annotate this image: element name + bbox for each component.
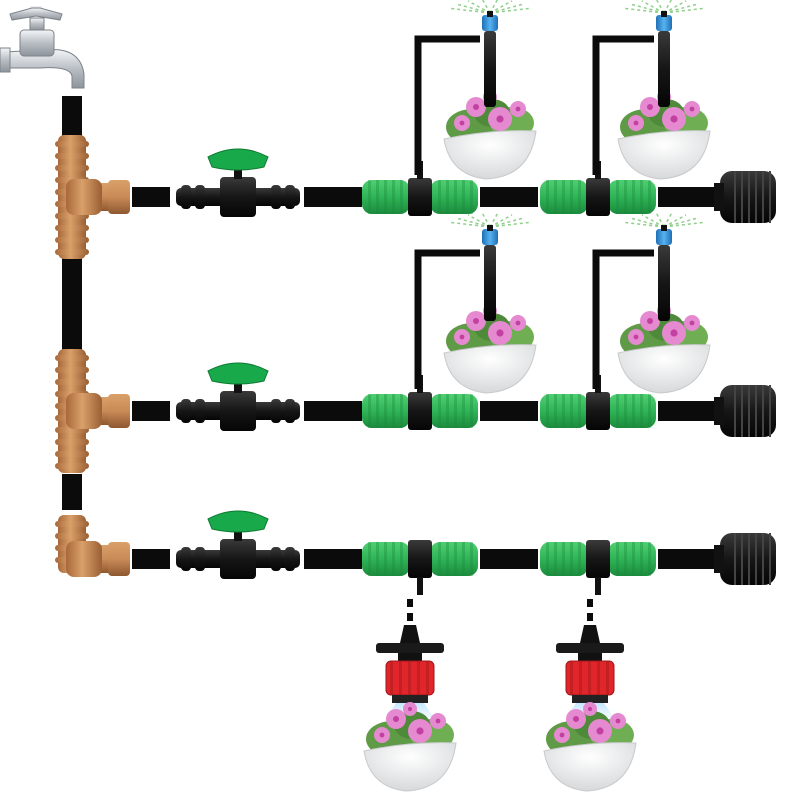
spray-jet	[622, 7, 665, 14]
spray-jet	[467, 214, 491, 228]
spray-jet	[481, 212, 491, 228]
spray-jet	[630, 3, 665, 14]
pot-bowl	[363, 742, 457, 792]
sprinkler-stake	[484, 245, 496, 321]
tube-segment	[658, 187, 714, 207]
tee-connector	[540, 375, 656, 430]
valve-handle	[207, 148, 269, 171]
spray-jet	[622, 221, 665, 228]
pot-bowl	[443, 130, 537, 180]
tee-connector	[362, 161, 478, 216]
shutoff-valve	[176, 362, 300, 431]
spray-jet	[489, 0, 499, 14]
main-supply-tube	[62, 96, 82, 510]
shutoff-valve	[176, 148, 300, 217]
shutoff-valve	[176, 510, 300, 579]
tube-segment	[132, 549, 170, 569]
spray-jet	[663, 3, 698, 14]
spray-jet	[655, 0, 665, 14]
spray-jet	[489, 212, 499, 228]
end-plug	[714, 533, 776, 585]
tube-segment	[304, 187, 362, 207]
tube-segment	[480, 187, 538, 207]
tee-connector	[540, 161, 656, 216]
spray-jet	[655, 212, 665, 228]
tube-segment	[304, 549, 362, 569]
row-3	[55, 510, 776, 595]
spray-jet	[630, 217, 665, 228]
spray-jet	[489, 214, 513, 228]
spray-jet	[489, 3, 524, 14]
spray-jet	[456, 217, 491, 228]
tube-segment	[480, 549, 538, 569]
spray-jet	[448, 7, 491, 14]
tube-segment	[480, 401, 538, 421]
tube-segment	[132, 401, 170, 421]
connector-stem	[595, 577, 601, 595]
sprinkler-stake	[658, 31, 670, 107]
tee-fitting	[55, 135, 130, 259]
spray-jet	[663, 214, 687, 228]
row-1	[55, 135, 776, 259]
sprinkler-nozzle	[482, 229, 498, 245]
spray-jet	[663, 0, 687, 14]
water-faucet-icon	[0, 6, 85, 89]
tee-connector	[362, 375, 478, 430]
pot-bowl	[443, 344, 537, 394]
pot-bowl	[617, 130, 711, 180]
tube-segment	[658, 549, 714, 569]
spray-jet	[489, 217, 524, 228]
tee-connector	[362, 540, 478, 595]
valve-handle	[207, 362, 269, 385]
tube-segment	[304, 401, 362, 421]
sprinkler-nozzle	[656, 229, 672, 245]
spray-jet	[489, 0, 513, 14]
tube-segment	[132, 187, 170, 207]
spray-jet	[663, 7, 706, 14]
end-plug	[714, 171, 776, 223]
row-2	[55, 349, 776, 473]
spray-jet	[663, 221, 706, 228]
flower-pot	[617, 304, 711, 394]
spray-jet	[448, 221, 491, 228]
spray-jet	[489, 7, 532, 14]
end-plug	[714, 385, 776, 437]
spray-jet	[663, 0, 673, 14]
tee-connector	[540, 540, 656, 595]
flower-pot	[363, 702, 457, 792]
sprinkler-stake	[658, 245, 670, 321]
tube-segment	[658, 401, 714, 421]
spray-jet	[663, 212, 673, 228]
pot-bowl	[543, 742, 637, 792]
pot-bowl	[617, 344, 711, 394]
spray-jet	[489, 221, 532, 228]
sprinkler-nozzle	[656, 15, 672, 31]
flower-pot	[443, 304, 537, 394]
spray-jet	[641, 214, 665, 228]
spray-jet	[456, 3, 491, 14]
flower-pot	[543, 702, 637, 792]
sprinkler-nozzle	[482, 15, 498, 31]
elbow-fitting	[55, 515, 130, 577]
valve-handle	[207, 510, 269, 533]
spray-jet	[467, 0, 491, 14]
tee-fitting	[55, 349, 130, 473]
spray-jet	[641, 0, 665, 14]
spray-jet	[481, 0, 491, 14]
connector-stem	[417, 577, 423, 595]
spray-jet	[663, 217, 698, 228]
sprinkler-stake	[484, 31, 496, 107]
